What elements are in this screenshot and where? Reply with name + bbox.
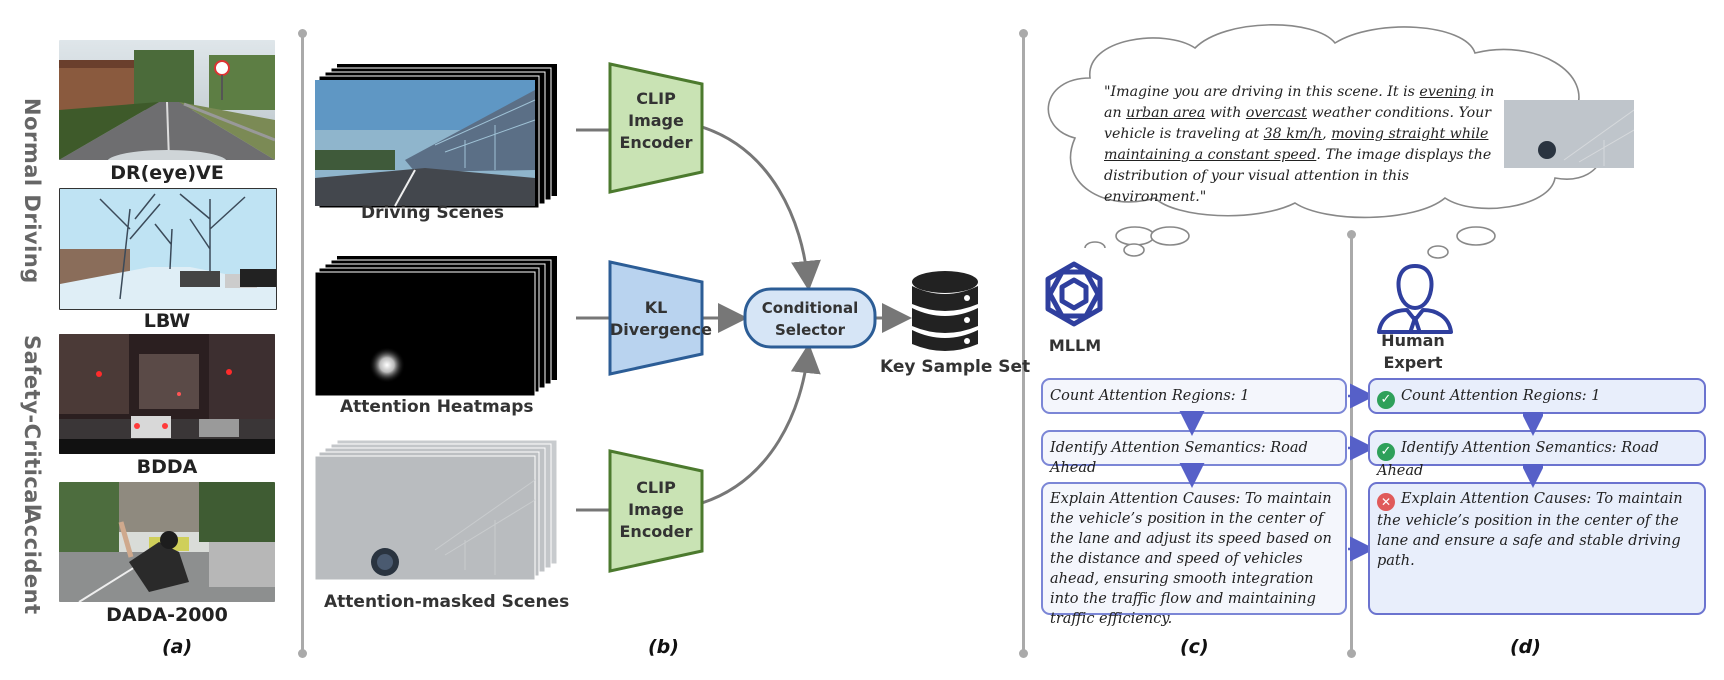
clip-encoder-top-label: CLIP Image Encoder [619,89,693,152]
panel-b-connectors [576,62,912,573]
prompt-segment: . The image displays the distribution of… [1104,147,1492,205]
prompt-segment: with [1205,105,1246,121]
expert-thought-bubbles [1427,226,1496,259]
dataset-dada-label: DADA-2000 [106,604,228,626]
human-expert-label: Human Expert [1381,331,1445,372]
divider-b-c-bottom-dot [1019,649,1028,658]
mllm-prompt-text: "Imagine you are driving in this scene. … [1104,82,1508,208]
category-safety-critical: Safety-Critical [20,335,44,512]
expert-step-causes-text: Explain Attention Causes: To maintain th… [1377,491,1683,569]
expert-arrow-2 [1523,464,1543,488]
prompt-highlight: urban area [1126,105,1206,121]
mllm-step-causes: Explain Attention Causes: To maintain th… [1041,482,1347,627]
divider-a-b-bottom-dot [298,649,307,658]
expert-step-semantics-text: Identify Attention Semantics: Road Ahead [1377,440,1659,479]
kl-divergence-shape [608,260,704,376]
prompt-segment: weather conditions. Your vehicle is trav… [1104,105,1492,142]
database-icon [912,271,978,351]
conditional-selector-label: Conditional Selector [761,299,859,339]
dreyeve-image [59,40,275,160]
expert-step-causes: ✕Explain Attention Causes: To maintain t… [1368,482,1706,615]
category-accident: Accident [20,508,44,615]
mllm-thought-bubbles [1123,226,1190,257]
dataset-dreyeve-label: DR(eye)VE [110,162,224,184]
divider-c-d-bottom-dot [1347,649,1356,658]
prompt-segment: , [1322,126,1332,142]
dataset-bdda-label: BDDA [136,456,198,478]
prompt-segment: "Imagine you are driving in this scene. … [1104,84,1420,100]
dada-scene [59,482,275,602]
key-sample-set-label: Key Sample Set [880,357,1031,377]
masked-scenes-stack [315,440,558,581]
kl-divergence-label: KL Divergence [610,298,712,339]
divider-b-c-top-dot [1019,29,1028,38]
dataset-lbw-label: LBW [143,310,191,332]
panel-cd-arrows [1179,383,1375,562]
divider-b-c [1022,34,1025,654]
category-normal-driving: Normal Driving [20,98,44,284]
attention-heatmaps-label: Attention Heatmaps [340,397,534,417]
divider-a-b-top-dot [298,29,307,38]
mllm-label: MLLM [1048,336,1102,355]
prompt-highlight: evening [1419,84,1477,100]
human-expert-icon [1377,264,1453,334]
caption-a: (a) [162,636,193,658]
lbw-scene [60,189,276,309]
prompt-highlight: overcast [1245,105,1307,121]
check-icon: ✓ [1377,391,1395,409]
expert-step-count-text: Count Attention Regions: 1 [1401,388,1601,404]
expert-arrow-1 [1523,412,1543,436]
mllm-icon [1045,261,1103,327]
caption-c: (c) [1180,636,1209,658]
prompt-segment: in an [1104,84,1495,121]
mllm-step-semantics: Identify Attention Semantics: Road Ahead [1041,430,1347,476]
caption-d: (d) [1510,636,1541,658]
clip-encoder-bottom-shape [608,449,704,573]
attention-heatmaps-stack [315,256,557,397]
driving-scene-frame [315,80,536,207]
divider-c-d-top-dot [1347,230,1356,239]
check-icon: ✓ [1377,443,1395,461]
lbw-image [59,188,277,310]
prompt-highlight: moving straight while maintaining a cons… [1104,126,1489,163]
cross-icon: ✕ [1377,493,1395,511]
divider-a-b [301,34,304,654]
dada-image [59,482,275,602]
expert-step-semantics: ✓Identify Attention Semantics: Road Ahea… [1368,430,1706,479]
clip-encoder-bottom-label: CLIP Image Encoder [619,478,693,541]
masked-scenes-label: Attention-masked Scenes [324,592,570,612]
caption-b: (b) [648,636,679,658]
clip-encoder-top-shape [608,62,704,194]
conditional-selector-shape [743,287,877,349]
prompt-thumbnail [1504,100,1634,168]
dreyeve-scene [59,40,275,160]
bdda-image [59,334,275,454]
prompt-highlight: 38 km/h [1263,126,1323,142]
expert-step-count: ✓ Count Attention Regions: 1 [1368,378,1706,414]
driving-scenes-label: Driving Scenes [361,203,505,223]
bdda-scene [59,334,275,454]
driving-scenes-stack [315,64,557,209]
